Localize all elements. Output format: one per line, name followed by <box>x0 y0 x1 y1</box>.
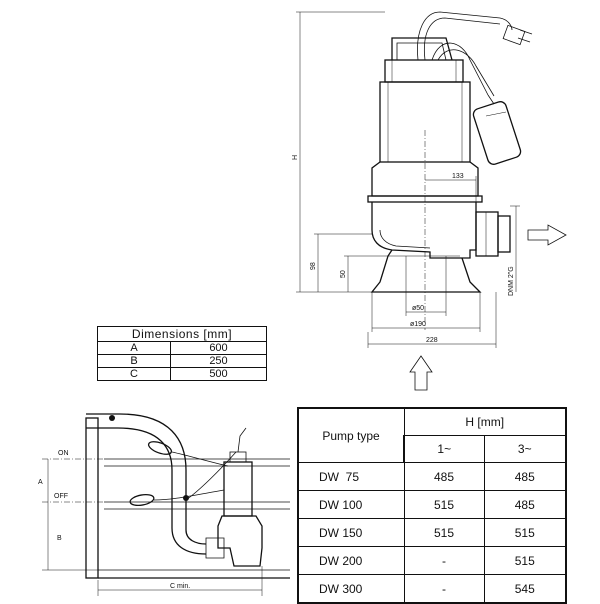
pump-type-cell: DW 100 <box>297 490 405 519</box>
table-row: DW 100 515 485 <box>297 490 567 519</box>
install-b-label: B <box>57 535 62 542</box>
dimensions-table: Dimensions [mm] A 600 B 250 C 500 <box>97 326 267 381</box>
dim-key: A <box>97 341 171 355</box>
inflow-arrow-icon <box>409 355 433 391</box>
pump-type-cell: DW 200 <box>297 546 405 575</box>
pump-type-cell: DW 300 <box>297 574 405 604</box>
float-switch <box>472 94 522 165</box>
float-on-icon <box>147 441 229 467</box>
h1-cell: 515 <box>403 518 485 547</box>
h1-cell: 485 <box>403 462 485 491</box>
col-three-phase: 3~ <box>483 435 567 463</box>
installation-sketch: ON OFF A B C min. <box>38 413 290 596</box>
dim-98-label: 98 <box>310 262 317 270</box>
col-h-mm: H [mm] <box>403 407 567 436</box>
pump-elevation: H 133 98 50 DNM 2"G ø50 ø190 228 <box>292 11 567 391</box>
dim-phi50-label: ø50 <box>412 305 424 312</box>
dimensions-table-title: Dimensions [mm] <box>97 326 267 342</box>
dim-133-label: 133 <box>452 173 464 180</box>
outflow-arrow-icon <box>527 224 567 246</box>
h3-cell: 545 <box>483 574 567 604</box>
table-row: DW 200 - 515 <box>297 546 567 575</box>
col-pump-type: Pump type <box>297 407 405 463</box>
h1-cell: 515 <box>403 490 485 519</box>
install-c-label: C min. <box>170 583 190 590</box>
plug-icon <box>502 24 533 46</box>
table-row: DW 300 - 545 <box>297 574 567 604</box>
dim-50-label: 50 <box>340 270 347 278</box>
install-a-label: A <box>38 479 43 486</box>
pump-type-cell: DW 75 <box>297 462 405 491</box>
dim-key: B <box>97 354 171 368</box>
dim-outlet-label: DNM 2"G <box>508 266 515 296</box>
pump-type-cell: DW 150 <box>297 518 405 547</box>
table-row: B 250 <box>97 354 267 368</box>
col-single-phase: 1~ <box>402 435 485 463</box>
table-row: C 500 <box>97 367 267 381</box>
table-row: DW 75 485 485 <box>297 462 567 491</box>
dim-value: 600 <box>170 341 267 355</box>
dim-228-label: 228 <box>426 337 438 344</box>
table-row: A 600 <box>97 341 267 355</box>
h3-cell: 485 <box>483 490 567 519</box>
level-on-label: ON <box>58 450 69 457</box>
level-off-label: OFF <box>54 493 68 500</box>
dim-phi190-label: ø190 <box>410 321 426 328</box>
dim-value: 250 <box>170 354 267 368</box>
h3-cell: 485 <box>483 462 567 491</box>
h3-cell: 515 <box>483 546 567 575</box>
dim-key: C <box>97 367 171 381</box>
h3-cell: 515 <box>483 518 567 547</box>
h1-cell: - <box>403 546 485 575</box>
h1-cell: - <box>403 574 485 604</box>
table-row: DW 150 515 515 <box>297 518 567 547</box>
dim-value: 500 <box>170 367 267 381</box>
pump-type-table: Pump type H [mm] 1~ 3~ DW 75 485 485 DW … <box>297 407 567 604</box>
dim-h-label: H <box>292 155 299 160</box>
float-off-icon <box>129 489 225 506</box>
